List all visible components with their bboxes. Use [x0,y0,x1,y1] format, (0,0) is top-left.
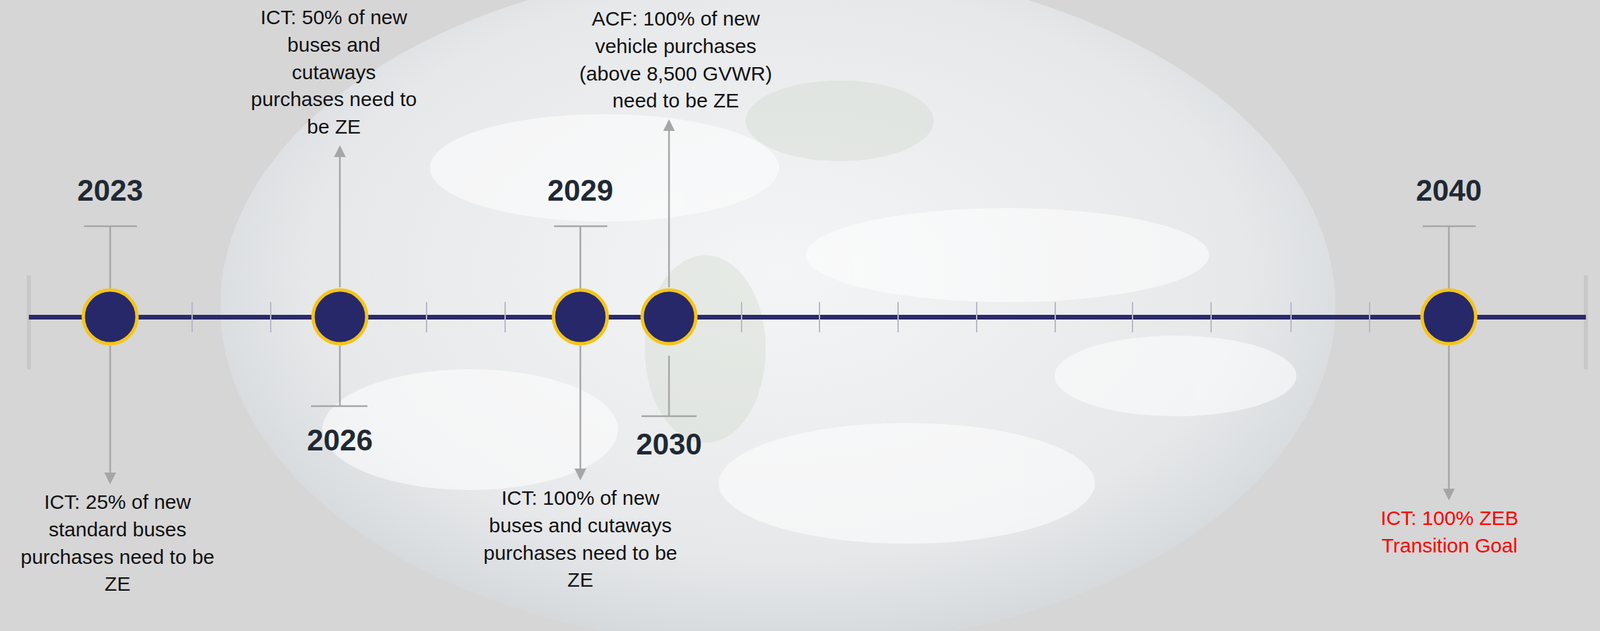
cloud-shapes [322,114,1297,545]
leader-arrows [110,121,1449,499]
year-label: 2026 [272,423,408,459]
year-brackets [83,226,1476,417]
milestone-note: ICT: 100% of new buses and cutaways purc… [479,484,682,595]
year-label: 2029 [513,173,648,209]
end-cap [26,275,31,370]
axis-ticks [192,302,1370,333]
goal-note: ICT: 100% ZEB Transition Goal [1355,505,1544,561]
year-label: 2030 [601,427,737,463]
milestone-dots [83,290,1476,344]
land-shapes [644,80,934,444]
milestone-note: ICT: 25% of new standard buses purchases… [6,489,229,599]
milestone-note: ACF: 100% of new vehicle purchases (abov… [564,5,787,115]
year-label: 2023 [42,173,178,209]
milestone-note: ICT: 50% of new buses and cutaways purch… [243,4,425,142]
end-cap [1583,275,1588,370]
timeline-axis [28,315,1586,320]
year-label: 2040 [1381,173,1517,209]
